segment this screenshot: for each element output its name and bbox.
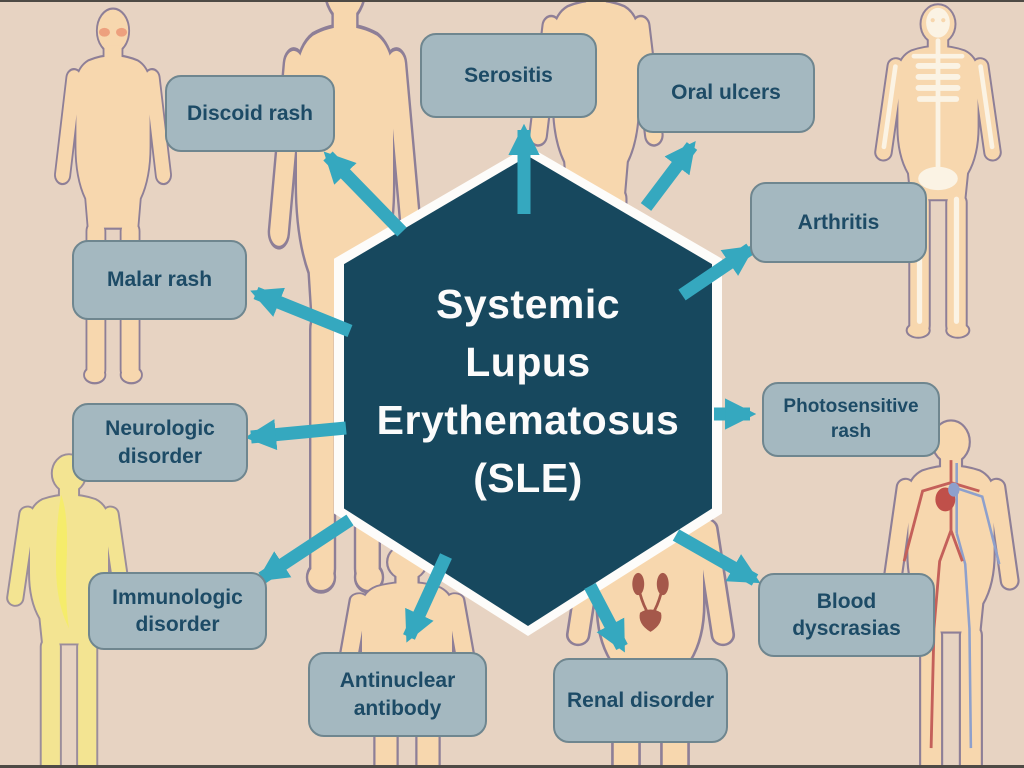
node-renal-disorder: Renal disorder: [553, 658, 728, 743]
arrow-arthritis: [678, 243, 756, 301]
title-line-3: Erythematosus: [376, 397, 680, 443]
malar-rash-cheeks: [98, 27, 128, 37]
figure-malar-rash-body: [52, 6, 174, 388]
title-line-2: Lupus: [465, 338, 591, 385]
node-label: Immunologic disorder: [112, 585, 243, 636]
arrow-renal-disorder: [584, 582, 628, 653]
node-label: Serositis: [464, 63, 553, 87]
node-label: Arthritis: [797, 210, 880, 234]
arrow-blood-dyscrasias: [672, 529, 761, 586]
node-neurologic-disorder: Neurologic disorder: [72, 403, 248, 482]
top-edge-line: [0, 0, 1024, 2]
bottom-edge-line: [0, 765, 1024, 768]
node-discoid-rash: Discoid rash: [165, 75, 335, 152]
figure-renal-organs-body: [563, 450, 738, 768]
arrow-discoid-rash: [323, 151, 407, 237]
title-line-4: (SLE): [473, 455, 583, 502]
node-label: Photosensitive rash: [783, 395, 919, 442]
circulatory-vessels: [902, 460, 1001, 749]
node-label: Renal disorder: [566, 688, 715, 712]
node-malar-rash: Malar rash: [72, 240, 247, 320]
arrow-malar-rash: [250, 286, 353, 338]
node-label: Malar rash: [106, 268, 213, 292]
arrow-immunologic-disorder: [256, 514, 354, 584]
arrow-oral-ulcers: [640, 141, 698, 211]
immune-highlight: [56, 494, 69, 629]
node-label: Oral ulcers: [671, 81, 781, 105]
node-blood-dyscrasias: Blood dyscrasias: [758, 573, 935, 657]
node-label: Neurologic disorder: [105, 417, 215, 468]
title-line-1: Systemic: [435, 280, 621, 327]
node-immunologic-disorder: Immunologic disorder: [88, 572, 267, 650]
figure-circulatory-system-body: [880, 418, 1022, 768]
node-serositis: Serositis: [420, 33, 597, 118]
node-label: Blood dyscrasias: [792, 589, 901, 640]
arrow-neurologic-disorder: [244, 419, 347, 451]
node-oral-ulcers: Oral ulcers: [637, 53, 815, 133]
figure-immune-highlight-body: [5, 453, 133, 768]
node-label: Antinuclear antibody: [339, 669, 456, 720]
kidneys-and-bladder: [632, 572, 669, 632]
arrow-antinuclear-antibody: [403, 553, 452, 643]
diagram-title: Systemic Lupus Erythematosus (SLE): [377, 275, 680, 508]
node-arthritis: Arthritis: [750, 182, 927, 263]
node-label: Discoid rash: [186, 101, 314, 125]
node-photosensitive-rash: Photosensitive rash: [762, 382, 940, 457]
node-antinuclear-antibody: Antinuclear antibody: [308, 652, 487, 737]
